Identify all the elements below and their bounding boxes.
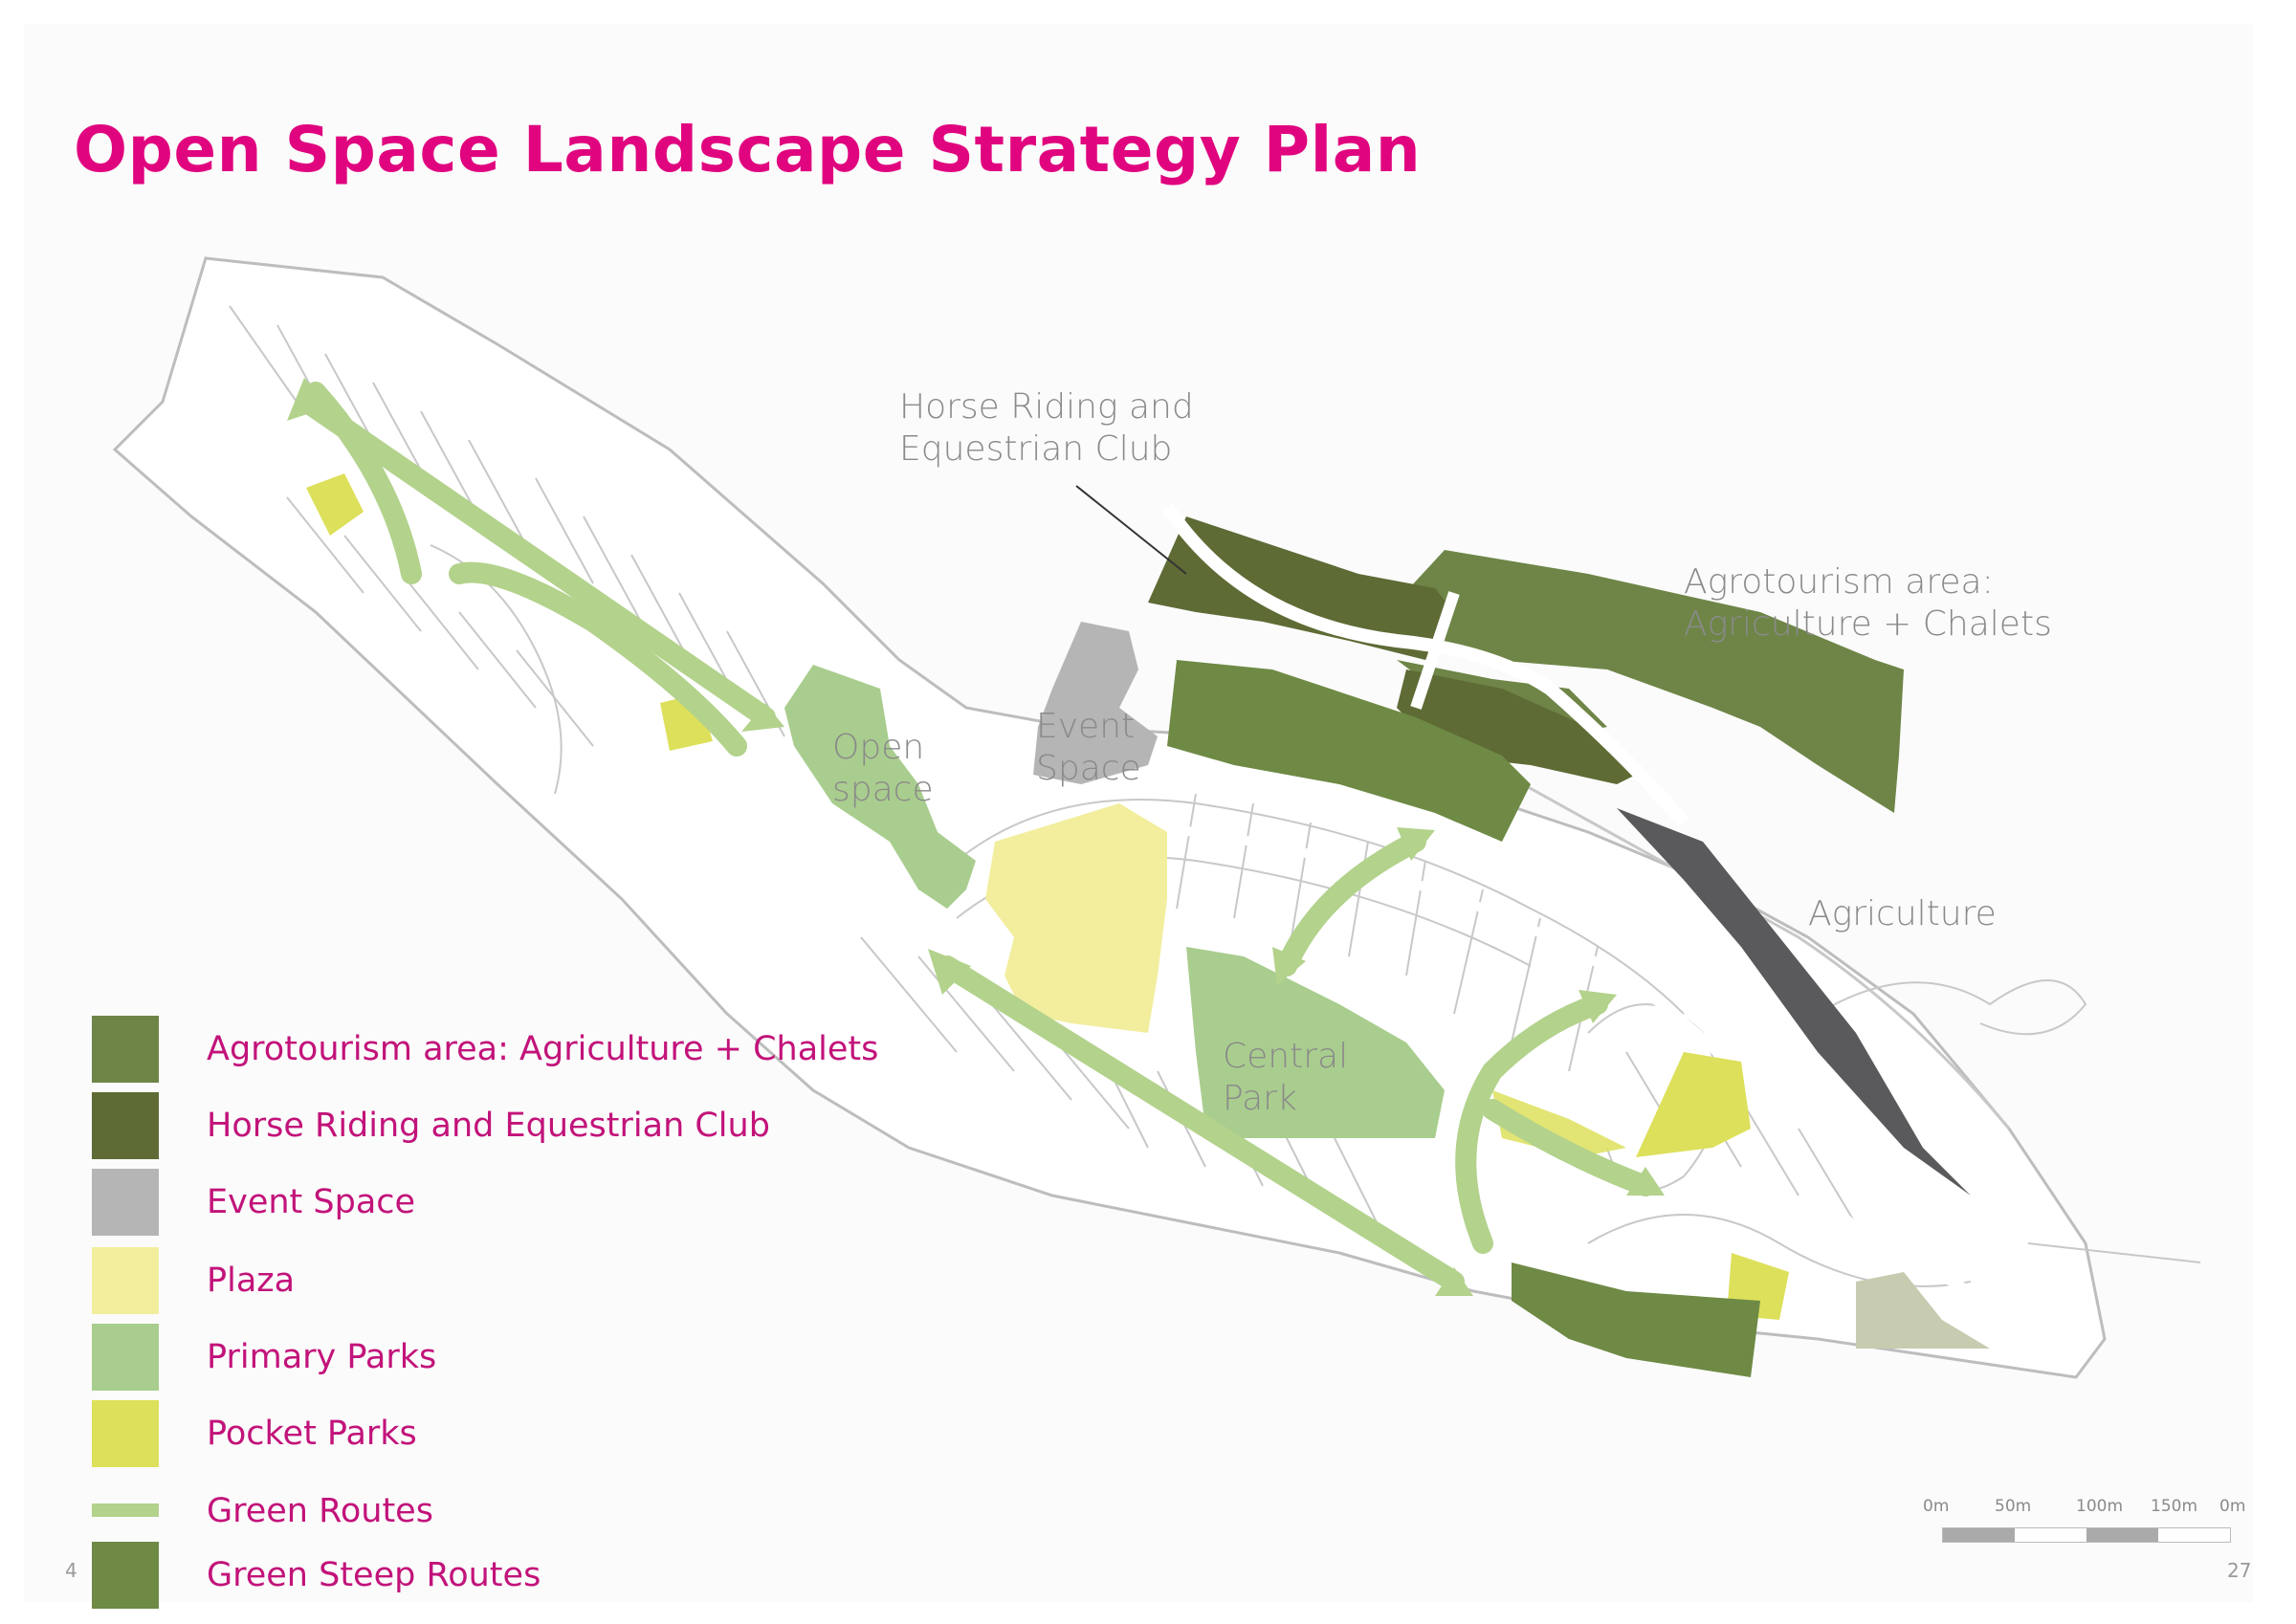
green-steep-route-south <box>1512 1262 1760 1377</box>
label-agrotourism: Agrotourism area: Agriculture + Chalets <box>1684 561 2052 646</box>
scale-label-100: 100m <box>2076 1497 2124 1516</box>
pocket-park-3 <box>1636 1052 1751 1157</box>
label-central-park-line1: Central <box>1223 1037 1349 1076</box>
green-steep-strip <box>1167 660 1531 842</box>
page-number-left: 4 <box>65 1559 77 1582</box>
legend-line-green-routes <box>92 1503 159 1517</box>
label-open-space-line1: Open <box>832 728 925 767</box>
scale-label-end: 0m <box>2219 1497 2246 1516</box>
legend-label-pocket-parks: Pocket Parks <box>207 1415 417 1453</box>
label-open-space: Open space <box>832 727 934 811</box>
event-space <box>1033 622 1158 784</box>
leader-line <box>1075 485 1187 575</box>
scale-label-50: 50m <box>1995 1497 2032 1516</box>
label-horse-riding: Horse Riding and Equestrian Club <box>899 386 1194 471</box>
horse-riding-area <box>1148 516 1454 660</box>
legend-label-green-routes: Green Routes <box>207 1492 433 1530</box>
scale-label-150: 150m <box>2151 1497 2198 1516</box>
legend-label-plaza: Plaza <box>207 1262 296 1300</box>
legend-label-event-space: Event Space <box>207 1183 416 1221</box>
label-event-space-line2: Space <box>1036 749 1141 788</box>
agrotourism-area <box>1387 550 1904 813</box>
legend-swatch-horse-riding <box>92 1092 159 1159</box>
label-central-park: Central Park <box>1223 1036 1348 1120</box>
pocket-park-1 <box>306 473 364 536</box>
label-central-park-line2: Park <box>1223 1079 1297 1118</box>
legend-label-primary-parks: Primary Parks <box>207 1338 437 1376</box>
legend-label-agrotourism: Agrotourism area: Agriculture + Chalets <box>207 1030 879 1068</box>
scale-bar: 0m 50m 100m 150m 0m <box>1923 1497 2246 1549</box>
page-number-right: 27 <box>2227 1559 2252 1582</box>
open-space <box>784 665 976 909</box>
green-route-arrowheads <box>287 378 1665 1296</box>
scale-bar-segment-1 <box>1943 1528 2015 1542</box>
label-event-space: Event Space <box>1036 706 1141 790</box>
label-agriculture: Agriculture <box>1808 894 1997 933</box>
legend-swatch-plaza <box>92 1247 159 1314</box>
central-park <box>1186 947 1445 1138</box>
label-event-space-line1: Event <box>1036 707 1136 746</box>
label-agrotourism-line2: Agriculture + Chalets <box>1684 604 2052 644</box>
grey-park <box>1856 1272 1990 1349</box>
green-routes <box>296 382 1656 1292</box>
label-open-space-line2: space <box>832 770 934 809</box>
label-agrotourism-line1: Agrotourism area: <box>1684 562 1994 602</box>
legend-swatch-event-space <box>92 1169 159 1236</box>
scale-bar-track <box>1942 1527 2231 1543</box>
legend-label-green-steep-routes: Green Steep Routes <box>207 1556 541 1594</box>
legend-swatch-primary-parks <box>92 1324 159 1391</box>
label-horse-riding-line1: Horse Riding and <box>899 387 1194 427</box>
page-title: Open Space Landscape Strategy Plan <box>74 113 1422 187</box>
label-horse-riding-line2: Equestrian Club <box>899 429 1173 469</box>
scale-label-0: 0m <box>1923 1497 1950 1516</box>
plaza <box>985 803 1167 1033</box>
scale-bar-segment-3 <box>2086 1528 2158 1542</box>
agriculture-strip <box>1617 808 1971 1196</box>
legend-label-horse-riding: Horse Riding and Equestrian Club <box>207 1107 770 1145</box>
legend-swatch-agrotourism <box>92 1016 159 1083</box>
legend-swatch-pocket-parks <box>92 1400 159 1467</box>
legend-swatch-green-steep-routes <box>92 1542 159 1609</box>
